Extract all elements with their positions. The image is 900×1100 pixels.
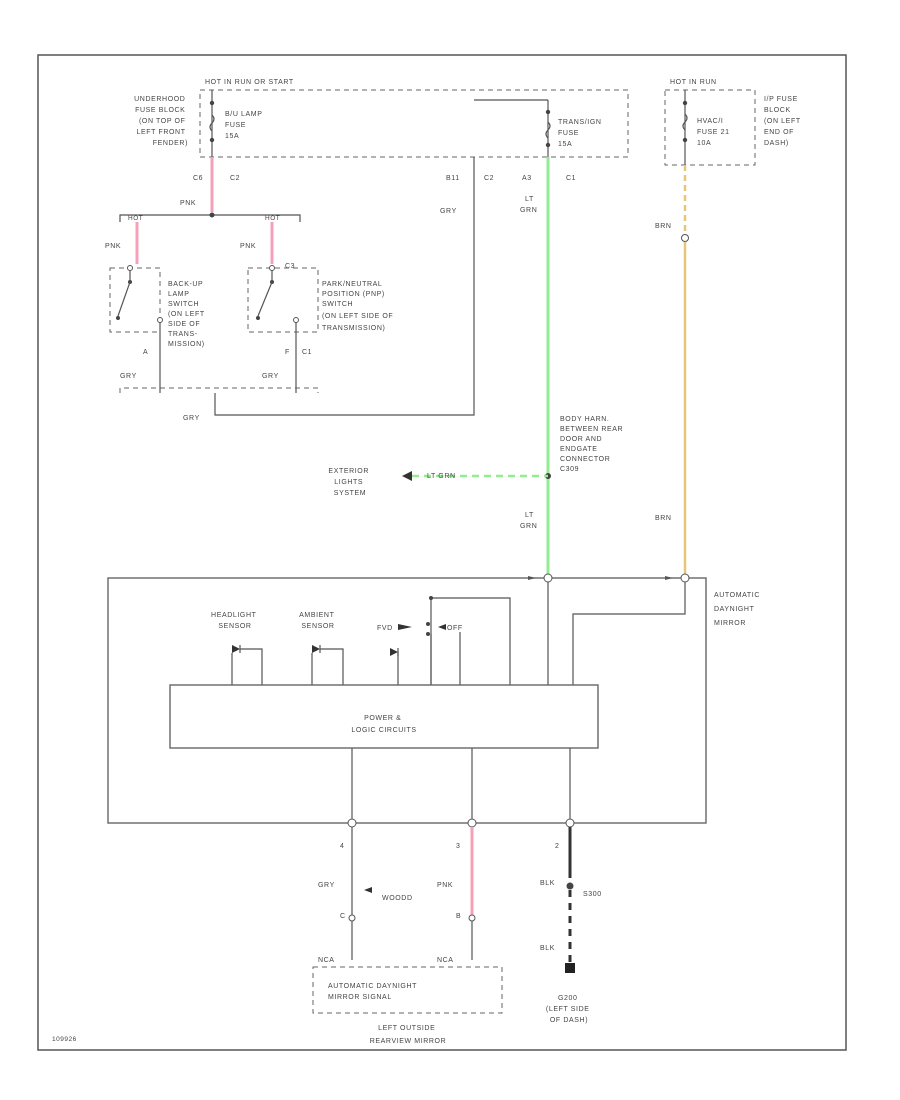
outside-mirror-label: LEFT OUTSIDE REARVIEW MIRROR (370, 1025, 447, 1045)
blk-a-label: BLK (540, 880, 555, 887)
b11-label: B11 (446, 175, 460, 182)
c3-label: C3 (285, 263, 295, 270)
pnp-switch-label: PARK/NEUTRAL POSITION (PNP) SWITCH (ON L… (322, 281, 396, 332)
s300-label: S300 (583, 891, 602, 898)
gry-mid-label: GRY (440, 208, 457, 215)
pnk-right-label: PNK (240, 243, 256, 250)
pin-b-label: B (456, 913, 461, 920)
automatic-daynight-mirror: AUTOMATIC DAYNIGHT MIRROR HEADLIGHT SENS… (107, 573, 763, 828)
c6-label: C6 (193, 175, 203, 182)
body-harn-label: BODY HARN. BETWEEN REAR DOOR AND ENDGATE… (560, 416, 626, 473)
underhood-fuse-block-label: UNDERHOOD FUSE BLOCK (ON TOP OF LEFT FRO… (134, 96, 188, 147)
auto-mirror-label: AUTOMATIC DAYNIGHT MIRROR (714, 592, 763, 627)
blk-b-label: BLK (540, 945, 555, 952)
pnp-switch: PARK/NEUTRAL POSITION (PNP) SWITCH (ON L… (247, 265, 396, 380)
hot-right-label: HOT (265, 215, 280, 222)
backup-fuse-icon (209, 114, 215, 132)
hvac-fuse-label: HVAC/I FUSE 21 10A (697, 118, 732, 147)
woodd-label: WOODD (382, 895, 413, 902)
ground-label: G200 (LEFT SIDE OF DASH) (546, 995, 592, 1024)
pnp-switch-blade-icon (257, 281, 273, 317)
fuse-block-hot-label: HOT IN RUN OR START (205, 79, 294, 86)
arrow-left-icon (402, 471, 412, 481)
trans-fuse-label: TRANS/IGN FUSE 15A (558, 119, 604, 148)
hvac-fuse-icon (682, 113, 688, 131)
pin-f-label: F (285, 349, 290, 356)
ground-icon (565, 963, 575, 973)
brn-top-label: BRN (655, 223, 672, 230)
ip-hot-label: HOT IN RUN (670, 79, 717, 86)
off-arrow-icon (438, 624, 446, 630)
c1-top-label: C1 (566, 175, 576, 182)
pin-a-label: A (143, 349, 148, 356)
figure-id: 109926 (52, 1036, 77, 1043)
exterior-lights-label: EXTERIOR LIGHTS SYSTEM (328, 468, 371, 497)
backup-lamp-switch: BACK-UP LAMP SWITCH (ON LEFT SIDE OF TRA… (109, 265, 207, 380)
logic-label: POWER & LOGIC CIRCUITS (351, 715, 416, 734)
gry-b-label: GRY (262, 373, 279, 380)
c2-left-label: C2 (230, 175, 240, 182)
pnk-main-label: PNK (180, 200, 196, 207)
lt-grn-top-label: LT GRN (520, 196, 537, 214)
fvd-arrow-icon (398, 624, 412, 630)
lt-grn-bottom-label: LT GRN (520, 512, 537, 530)
wire-gry-return (214, 157, 475, 416)
hot-left-label: HOT (128, 215, 143, 222)
pin-c-label: C (340, 913, 346, 920)
a3-label: A3 (522, 175, 532, 182)
pin-3-label: 3 (456, 843, 461, 850)
backup-switch-blade-icon (117, 281, 131, 317)
pnk-out-label: PNK (437, 882, 453, 889)
diagram-frame (37, 54, 847, 1051)
logic-circuits-box (169, 684, 599, 749)
brn-bottom-label: BRN (655, 515, 672, 522)
lt-grn-dash-label: LT GRN (427, 473, 456, 480)
ambient-sensor-label: AMBIENT SENSOR (299, 612, 337, 630)
pnk-left-label: PNK (105, 243, 121, 250)
c1-right-label: C1 (302, 349, 312, 356)
pin-2-label: 2 (555, 843, 560, 850)
mode-indicator-icon (390, 648, 398, 656)
ip-fuse-block: HOT IN RUN HVAC/I FUSE 21 10A I/P FUSE B… (664, 79, 803, 166)
trans-fuse-icon (545, 121, 551, 139)
headlight-sensor-diode-icon (232, 645, 240, 653)
pin-4-label: 4 (340, 843, 345, 850)
off-label: OFF (447, 625, 463, 632)
mirror-signal-label: AUTOMATIC DAYNIGHT MIRROR SIGNAL (328, 983, 419, 1001)
ambient-sensor-diode-icon (312, 645, 320, 653)
backup-switch-label: BACK-UP LAMP SWITCH (ON LEFT SIDE OF TRA… (168, 281, 207, 348)
mirror-connector-box (312, 966, 503, 1014)
fvd-label: FVD (377, 625, 393, 632)
underhood-fuse-block: HOT IN RUN OR START UNDERHOOD FUSE BLOCK… (134, 79, 629, 158)
gry-out-label: GRY (318, 882, 335, 889)
c2-mid-label: C2 (484, 175, 494, 182)
backup-fuse-label: B/U LAMP FUSE 15A (225, 111, 265, 140)
ip-fuse-block-label: I/P FUSE BLOCK (ON LEFT END OF DASH) (764, 96, 803, 147)
nca-left-label: NCA (318, 957, 335, 964)
headlight-sensor-label: HEADLIGHT SENSOR (211, 612, 259, 630)
harness-arrow-icon (364, 887, 372, 893)
gry-bracket (119, 387, 319, 393)
gry-bottom-label: GRY (183, 415, 200, 422)
gry-a-label: GRY (120, 373, 137, 380)
nca-right-label: NCA (437, 957, 454, 964)
